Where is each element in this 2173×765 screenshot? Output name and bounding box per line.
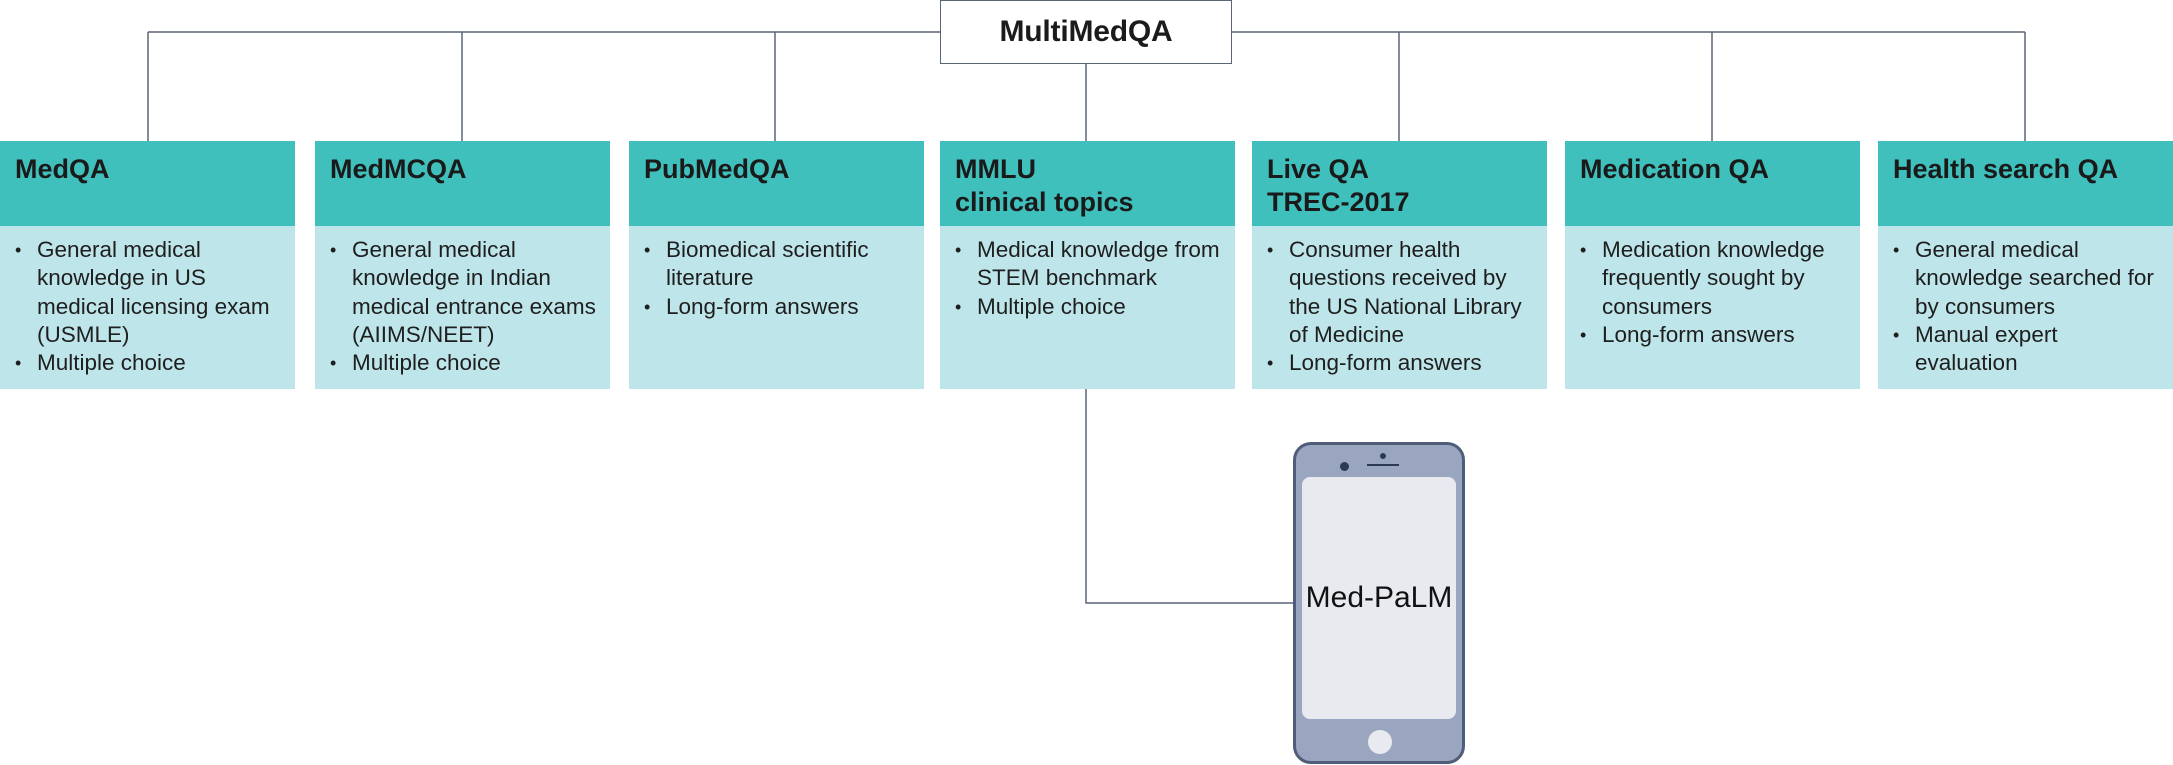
- phone-home-button: [1368, 730, 1392, 754]
- dataset-card-mmlu: MMLU clinical topics Medical knowledge f…: [940, 141, 1235, 389]
- bullet-item: Manual expert evaluation: [1893, 321, 2165, 378]
- bullet-item: Medication knowledge frequently sought b…: [1580, 236, 1852, 321]
- card-header: MedMCQA: [315, 141, 610, 226]
- phone-sensor: [1380, 453, 1386, 459]
- bullet-item: General medical knowledge searched for b…: [1893, 236, 2165, 321]
- card-title-line: MMLU: [955, 154, 1036, 184]
- card-header: Medication QA: [1565, 141, 1860, 226]
- bullet-item: Medical knowledge from STEM benchmark: [955, 236, 1227, 293]
- root-label: MultiMedQA: [999, 15, 1173, 48]
- bullet-item: Consumer health questions received by th…: [1267, 236, 1539, 349]
- model-label: Med-PaLM: [1305, 581, 1453, 614]
- dataset-card-medqa: MedQA General medical knowledge in US me…: [0, 141, 295, 389]
- phone-camera-icon: [1340, 462, 1349, 471]
- card-title-line: Live QA: [1267, 154, 1370, 184]
- card-title-line: PubMedQA: [644, 154, 790, 184]
- card-title-line: TREC-2017: [1267, 187, 1410, 217]
- dataset-card-medicationqa: Medication QA Medication knowledge frequ…: [1565, 141, 1860, 389]
- card-header: MedQA: [0, 141, 295, 226]
- bullet-list: Medical knowledge from STEM benchmark Mu…: [955, 236, 1227, 321]
- card-title-line: MedQA: [15, 154, 110, 184]
- phone-speaker: [1367, 464, 1399, 466]
- bullet-item: Long-form answers: [1580, 321, 1852, 350]
- bullet-item: Biomedical scientific literature: [644, 236, 916, 293]
- dataset-card-liveqa: Live QA TREC-2017 Consumer health questi…: [1252, 141, 1547, 389]
- bullet-list: General medical knowledge in US medical …: [15, 236, 287, 378]
- smartphone-icon: Med-PaLM: [1293, 442, 1465, 764]
- bullet-item: General medical knowledge in Indian medi…: [330, 236, 602, 349]
- bullet-item: Multiple choice: [330, 349, 602, 378]
- bullet-list: General medical knowledge in Indian medi…: [330, 236, 602, 378]
- card-body: Medication knowledge frequently sought b…: [1565, 226, 1860, 389]
- card-title-line: clinical topics: [955, 187, 1134, 217]
- dataset-card-healthsearchqa: Health search QA General medical knowled…: [1878, 141, 2173, 389]
- card-header: Live QA TREC-2017: [1252, 141, 1547, 226]
- card-body: Medical knowledge from STEM benchmark Mu…: [940, 226, 1235, 389]
- dataset-card-pubmedqa: PubMedQA Biomedical scientific literatur…: [629, 141, 924, 389]
- bullet-list: Consumer health questions received by th…: [1267, 236, 1539, 378]
- bullet-item: Multiple choice: [15, 349, 287, 378]
- card-header: Health search QA: [1878, 141, 2173, 226]
- multimedqa-root-box: MultiMedQA: [940, 0, 1232, 64]
- card-title-line: Medication QA: [1580, 154, 1770, 184]
- bullet-item: General medical knowledge in US medical …: [15, 236, 287, 349]
- card-title-line: Health search QA: [1893, 154, 2119, 184]
- card-body: General medical knowledge in Indian medi…: [315, 226, 610, 389]
- card-header: PubMedQA: [629, 141, 924, 226]
- bullet-list: General medical knowledge searched for b…: [1893, 236, 2165, 377]
- card-header: MMLU clinical topics: [940, 141, 1235, 226]
- bullet-list: Biomedical scientific literature Long-fo…: [644, 236, 916, 321]
- bullet-item: Long-form answers: [644, 293, 916, 322]
- dataset-card-medmcqa: MedMCQA General medical knowledge in Ind…: [315, 141, 610, 389]
- card-body: Biomedical scientific literature Long-fo…: [629, 226, 924, 389]
- card-title-line: MedMCQA: [330, 154, 467, 184]
- bullet-item: Multiple choice: [955, 293, 1227, 322]
- bullet-list: Medication knowledge frequently sought b…: [1580, 236, 1852, 349]
- card-body: General medical knowledge in US medical …: [0, 226, 295, 389]
- card-body: Consumer health questions received by th…: [1252, 226, 1547, 389]
- bullet-item: Long-form answers: [1267, 349, 1539, 378]
- card-body: General medical knowledge searched for b…: [1878, 226, 2173, 389]
- phone-screen: Med-PaLM: [1302, 477, 1456, 719]
